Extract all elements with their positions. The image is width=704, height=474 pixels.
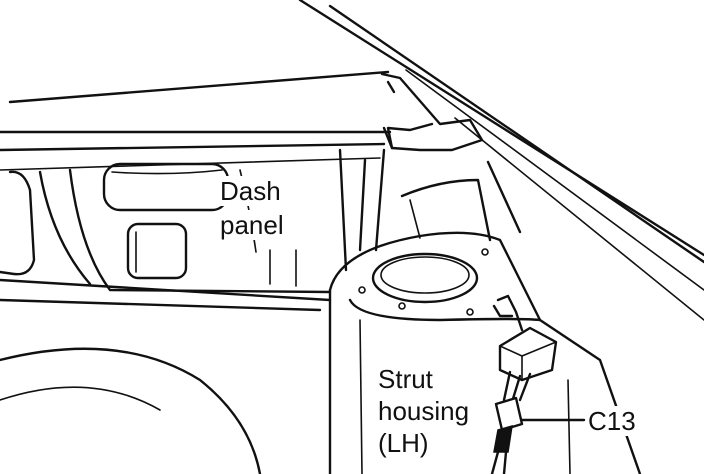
dash-panel-body [0, 148, 386, 312]
hood-hinge [380, 72, 484, 152]
connector-c13 [493, 396, 524, 453]
cowl-area [400, 160, 522, 242]
strut-housing-label-line-1: Strut [376, 364, 435, 394]
firewall-lower [0, 347, 262, 474]
wiring-harness [490, 294, 558, 474]
strut-housing-label-line-3: (LH) [376, 428, 431, 458]
dash-panel-openings [0, 162, 230, 280]
strut-housing-label-line-2: housing [376, 396, 472, 426]
dash-panel-label-line-2: panel [218, 210, 286, 240]
strut-mount-opening [358, 248, 489, 316]
strut-housing-tower [328, 231, 642, 474]
hood-outline [298, 0, 704, 321]
dash-panel-label-line-1: Dash [218, 176, 283, 206]
connector-c13-label: C13 [586, 406, 638, 436]
dash-panel-top [0, 70, 392, 171]
